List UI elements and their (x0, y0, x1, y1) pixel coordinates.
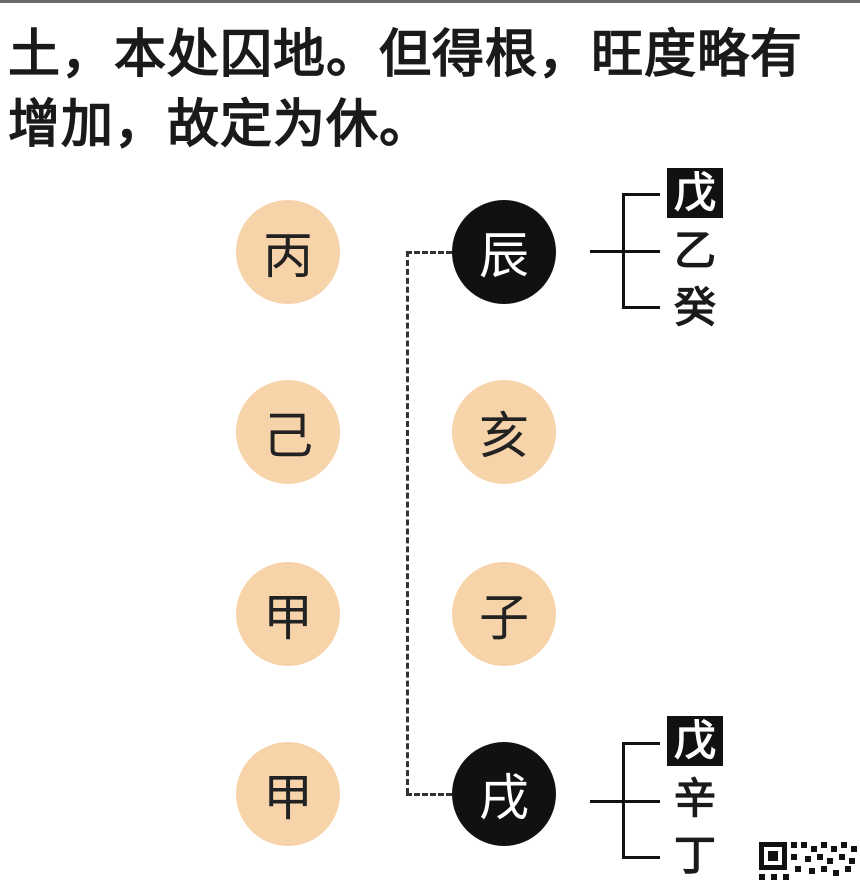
stem-circle-month: 己 (236, 380, 340, 484)
bracket-stem-chen (590, 250, 624, 253)
hidden-stem-xu-residual: 丁 (673, 831, 716, 880)
dashed-connector-bottom (406, 793, 452, 796)
dashed-connector-top (406, 251, 452, 254)
hidden-stem-chen-residual: 癸 (673, 283, 716, 332)
hidden-stem-chen-main: 戊 (667, 168, 723, 218)
qr-code-icon (757, 838, 860, 881)
stem-circle-day: 甲 (236, 562, 340, 666)
paragraph-line-2: 增加，故定为休。 (8, 95, 433, 155)
bracket-branch-top-chen (622, 193, 660, 196)
bracket-branch-bottom-chen (622, 306, 660, 309)
stem-circle-year: 丙 (236, 200, 340, 304)
top-divider (0, 0, 860, 3)
hidden-stem-xu-main: 戊 (667, 716, 723, 766)
bracket-branch-mid-xu (622, 800, 660, 803)
hidden-stem-chen-middle: 乙 (673, 226, 716, 275)
hidden-stem-xu-middle: 辛 (673, 774, 716, 823)
branch-circle-hour: 戌 (452, 742, 556, 846)
branch-circle-day: 子 (452, 562, 556, 666)
bracket-branch-mid-chen (622, 250, 660, 253)
bracket-stem-xu (590, 800, 624, 803)
explanation-paragraph: 土，本处囚地。但得根，旺度略有 增加，故定为休。 (8, 20, 860, 160)
paragraph-line-1: 土，本处囚地。但得根，旺度略有 (8, 25, 804, 85)
dashed-connector-vertical (406, 251, 409, 794)
bracket-branch-top-xu (622, 742, 660, 745)
bracket-branch-bottom-xu (622, 856, 660, 859)
branch-circle-year: 辰 (452, 200, 556, 304)
branch-circle-month: 亥 (452, 380, 556, 484)
stem-circle-hour: 甲 (236, 742, 340, 846)
